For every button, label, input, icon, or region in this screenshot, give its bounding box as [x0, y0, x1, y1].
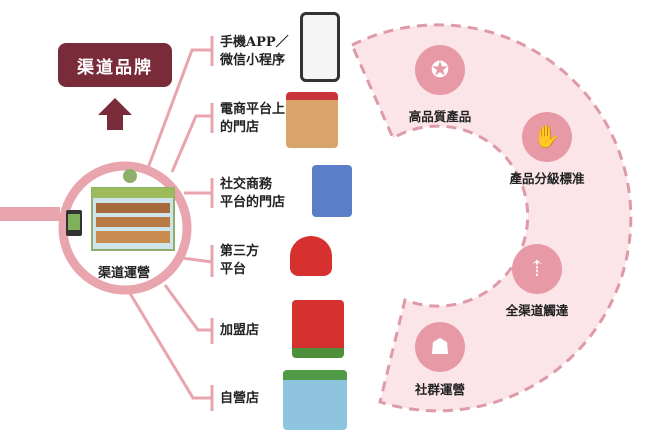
channel-label: 加盟店	[220, 323, 260, 338]
online-store-icon	[286, 92, 338, 148]
up-arrow-icon	[98, 98, 132, 130]
pillar-arc	[350, 23, 633, 413]
pillar-label: 產品分級標准	[509, 171, 585, 186]
hub-label: 渠道運營	[98, 266, 151, 281]
channel-label: 電商平台上	[220, 102, 286, 117]
pillar-label: 全渠道觸達	[505, 303, 569, 318]
channel-self-run: 自營店	[220, 390, 259, 408]
channel-label: 社交商務	[220, 177, 273, 192]
channel-label: 平台	[220, 262, 247, 277]
channel-franchise: 加盟店	[220, 322, 259, 340]
grading-hands-icon: ✋	[522, 112, 572, 162]
branch-lines	[126, 36, 214, 411]
hub-store-icon	[66, 169, 175, 251]
community-people-icon: ☗	[415, 322, 465, 372]
split-arrows-icon: ⇡	[512, 244, 562, 294]
channel-app: 手機APP／ 微信小程序	[220, 34, 289, 70]
channel-label: 平台的門店	[220, 195, 286, 210]
channel-third-party: 第三方平台	[220, 243, 259, 279]
quality-badge-icon: ✪	[415, 45, 465, 95]
self-run-store-icon	[283, 370, 347, 430]
pillar-label: 社群運營	[414, 382, 466, 397]
franchise-cashier-icon	[292, 300, 344, 358]
channel-label: 自營店	[220, 391, 260, 406]
delivery-scooter-icon	[290, 236, 332, 276]
channel-label: 微信小程序	[220, 53, 286, 68]
channel-label: 的門店	[220, 120, 260, 135]
channel-label: 第三方	[220, 244, 260, 259]
channel-ecommerce-store: 電商平台上的門店	[220, 101, 285, 137]
channel-brand-box: 渠道品牌	[58, 43, 172, 87]
pillar-label: 高品質產品	[408, 109, 472, 124]
social-commerce-icon	[312, 165, 352, 217]
phone-app-icon	[300, 12, 340, 82]
channel-social-commerce: 社交商務平台的門店	[220, 176, 285, 212]
left-connector-bar	[0, 207, 60, 221]
channel-label: 手機APP／	[220, 35, 289, 50]
